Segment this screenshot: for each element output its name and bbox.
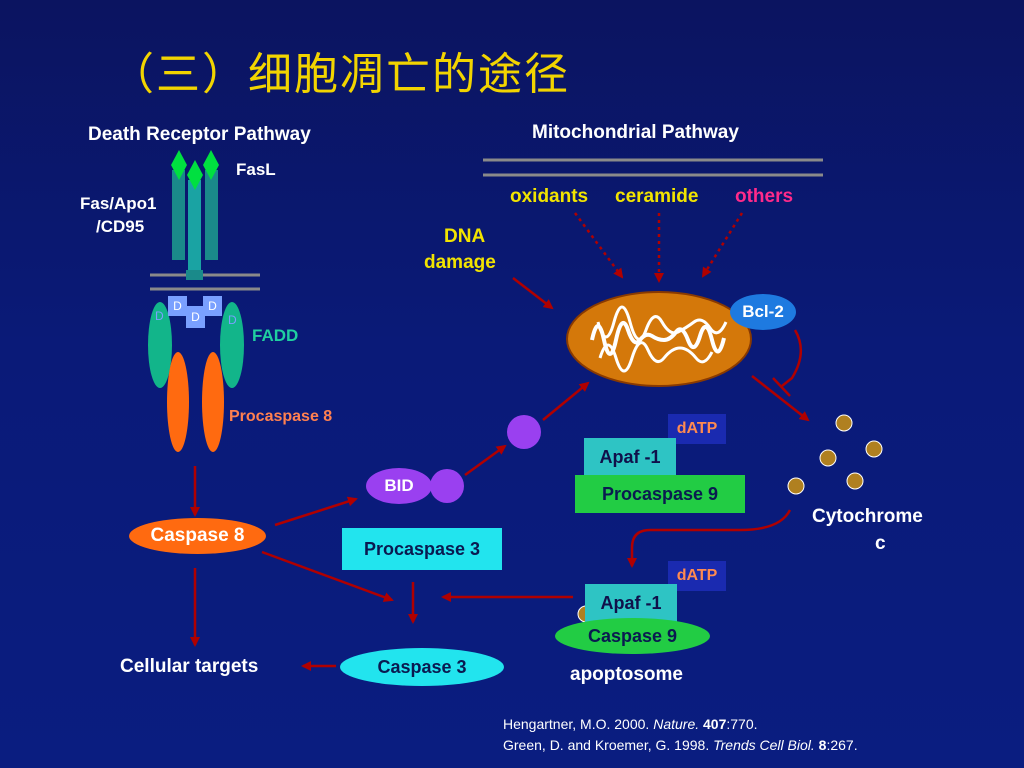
others-label: others	[735, 186, 794, 207]
procaspase8-left	[167, 352, 189, 452]
procaspase3-box: Procaspase 3	[342, 528, 502, 570]
dna-damage-line1: DNA	[444, 226, 486, 247]
reference-2: Green, D. and Kroemer, G. 1998. Trends C…	[503, 737, 858, 753]
death-domain-box: D	[186, 306, 205, 328]
death-receptor-heading: Death Receptor Pathway	[88, 124, 311, 145]
caspase3-node: Caspase 3	[340, 648, 504, 686]
fasl-ligand-icon	[171, 150, 219, 190]
bcl2-inhibition	[772, 329, 802, 397]
apoptosome-label: apoptosome	[570, 664, 683, 685]
fadd-left	[148, 302, 172, 388]
datp-bottom-box: dATP	[668, 561, 726, 591]
ref1-pages: :770.	[726, 716, 758, 732]
mitochondrial-heading: Mitochondrial Pathway	[532, 122, 739, 143]
pathway-arrows	[190, 277, 810, 671]
cell-membrane-left	[150, 273, 260, 291]
dna-damage-line2: damage	[424, 252, 496, 273]
death-domain-label-left: D	[155, 309, 164, 323]
fas-label-line1: Fas/Apo1	[80, 194, 157, 213]
bcl2-node: Bcl-2	[730, 294, 796, 330]
ref2-volume: 8	[814, 737, 827, 753]
procaspase8-right	[202, 352, 224, 452]
ref2-pages: :267.	[826, 737, 858, 753]
mitochondrion-icon	[566, 291, 752, 387]
ref1-authors: Hengartner, M.O. 2000.	[503, 716, 654, 732]
bid-circle	[430, 469, 464, 503]
ref2-authors: Green, D. and Kroemer, G. 1998.	[503, 737, 714, 753]
fadd-label: FADD	[252, 326, 299, 345]
caspase9-node: Caspase 9	[555, 618, 710, 654]
cytochrome-c-line1: Cytochrome	[812, 506, 923, 527]
stimulus-arrows	[573, 212, 744, 283]
death-domain-box: D	[203, 296, 222, 316]
cellular-targets-label: Cellular targets	[120, 656, 259, 677]
death-domain-box: D	[168, 296, 187, 316]
caspase8-node: Caspase 8	[129, 518, 266, 554]
page-title: （三）细胞凋亡的途径	[110, 49, 570, 100]
tbid-circle	[507, 415, 541, 449]
ref2-journal: Trends Cell Biol.	[713, 737, 815, 753]
fasl-label: FasL	[236, 160, 276, 179]
reference-1: Hengartner, M.O. 2000. Nature. 407:770.	[503, 716, 758, 732]
death-domain-label-right: D	[228, 313, 237, 327]
bid-node: BID	[366, 468, 432, 504]
procaspase8-label: Procaspase 8	[229, 408, 333, 425]
fas-receptor	[172, 170, 218, 280]
ceramide-label: ceramide	[615, 186, 699, 207]
ref1-volume: 407	[699, 716, 727, 732]
oxidants-label: oxidants	[510, 186, 589, 207]
cytochrome-c-line2: c	[875, 533, 886, 554]
apaf1-top-box: Apaf -1	[584, 438, 676, 476]
fas-label-line2: /CD95	[96, 217, 145, 236]
apaf1-bottom-box: Apaf -1	[585, 584, 677, 622]
datp-top-box: dATP	[668, 414, 726, 444]
ref1-journal: Nature.	[653, 716, 700, 732]
cell-membrane-right	[483, 158, 823, 177]
procaspase9-box: Procaspase 9	[575, 475, 745, 513]
fadd-right	[220, 302, 244, 388]
